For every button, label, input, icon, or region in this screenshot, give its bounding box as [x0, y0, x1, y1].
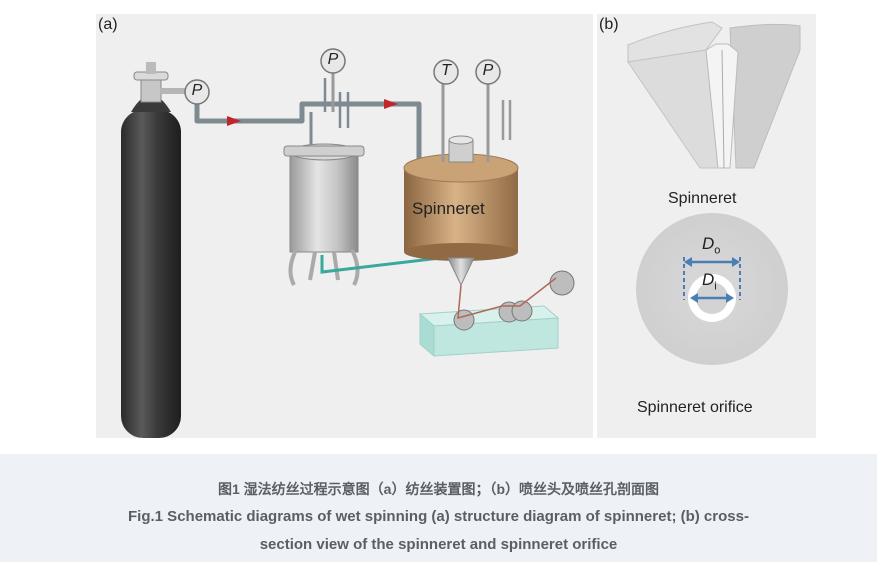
- panel-a-label: (a): [98, 16, 118, 33]
- spinneret-caption: Spinneret: [668, 190, 737, 207]
- temperature-gauge: [433, 59, 459, 85]
- caption-chinese: 图1 湿法纺丝过程示意图（a）纺丝装置图；（b）喷丝头及喷丝孔剖面图: [217, 481, 659, 497]
- cylinder-pressure-gauge: [184, 79, 210, 105]
- spinneret-gauge-letter: P: [482, 62, 494, 79]
- gas-cylinder: [121, 62, 186, 438]
- spinneret-cutaway: [627, 21, 801, 169]
- spinneret-body-label: Spinneret: [412, 199, 485, 218]
- inner-diameter-symbol: D: [702, 270, 715, 289]
- solution-tank: [283, 143, 365, 286]
- gauge-dials: [184, 48, 501, 105]
- outer-diameter-symbol: D: [702, 234, 715, 253]
- panel-b-label: (b): [599, 16, 619, 33]
- inner-diameter-label: Di: [702, 270, 717, 292]
- caption-english-line1: Fig.1 Schematic diagrams of wet spinning…: [128, 508, 749, 525]
- coagulation-bath: [418, 305, 560, 358]
- flow-arrows: [227, 99, 398, 126]
- tank-pressure-gauge: [320, 48, 346, 74]
- caption-english-line2: section view of the spinneret and spinne…: [259, 536, 618, 553]
- spinneret-pressure-gauge: [475, 59, 501, 85]
- figure-caption-box: [0, 454, 877, 562]
- orifice-cross-section: [636, 213, 788, 365]
- inner-diameter-subscript: i: [714, 280, 717, 293]
- temperature-gauge-letter: T: [441, 62, 451, 79]
- gauge-stems: [331, 72, 512, 162]
- outer-diameter-label: Do: [702, 234, 720, 256]
- cylinder-gauge-letter: P: [191, 82, 203, 99]
- outer-diameter-subscript: o: [714, 244, 721, 257]
- tank-gauge-letter: P: [327, 51, 339, 68]
- spinneret-body: [403, 135, 519, 287]
- fiber-path: [457, 277, 557, 320]
- orifice-caption: Spinneret orifice: [637, 399, 753, 416]
